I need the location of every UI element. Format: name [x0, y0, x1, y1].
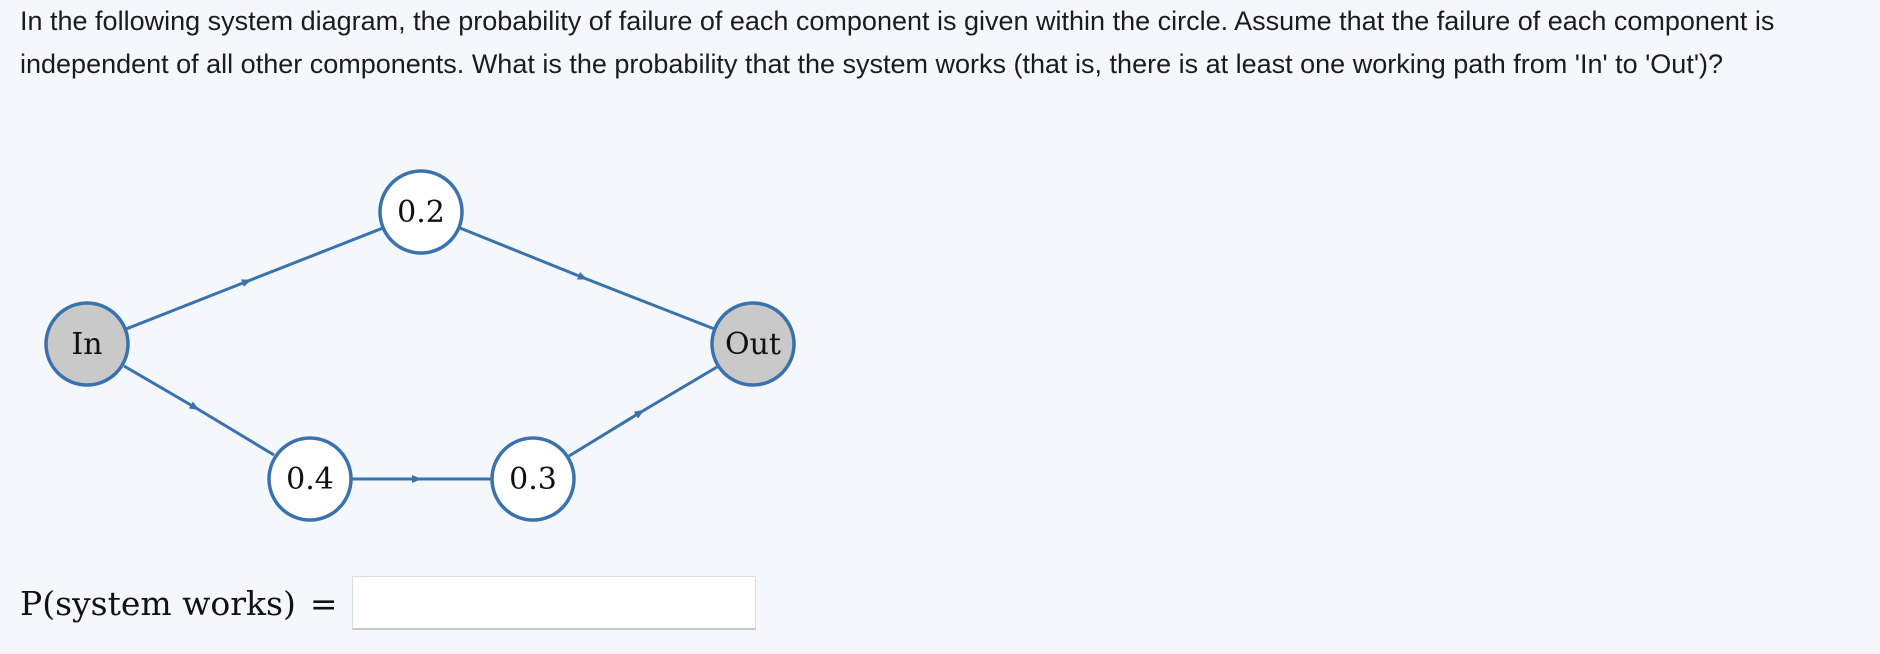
edge-in-to-top [125, 279, 252, 331]
node-top-circle [378, 169, 464, 255]
node-out-circle [710, 301, 796, 387]
node-top-label: 0.2 [397, 195, 445, 230]
edge-in-to-top-tail [247, 226, 384, 283]
node-bottom-right-circle [490, 436, 576, 522]
edge-in-to-bottom-left-tail [195, 406, 275, 457]
node-in-label: In [71, 327, 102, 362]
system-diagram: In 0.2 Out 0.4 0.3 [44, 169, 796, 522]
node-out-label: Out [725, 327, 781, 362]
edges [123, 226, 718, 483]
node-out: Out [710, 301, 796, 387]
answer-row: P(system works) = [20, 574, 756, 632]
equals-sign: = [309, 583, 338, 623]
answer-input[interactable] [351, 576, 756, 630]
edge-top-to-out [459, 226, 588, 280]
node-bottom-right-label: 0.3 [509, 462, 557, 497]
node-bottom-left-label: 0.4 [286, 462, 334, 497]
node-bottom-left: 0.4 [267, 436, 353, 522]
question-text: In the following system diagram, the pro… [20, 6, 1775, 79]
edge-bottom-right-to-out-tail [640, 365, 718, 414]
node-bottom-left-circle [267, 436, 353, 522]
edge-top-to-out-tail [583, 276, 718, 332]
edge-in-to-bottom-left [123, 364, 200, 411]
edge-bottom-right-to-out [568, 409, 645, 458]
node-in-circle [44, 301, 130, 387]
answer-label: P(system works) [20, 583, 296, 623]
node-bottom-right: 0.3 [490, 436, 576, 522]
node-top: 0.2 [378, 169, 464, 255]
node-in: In [44, 301, 130, 387]
